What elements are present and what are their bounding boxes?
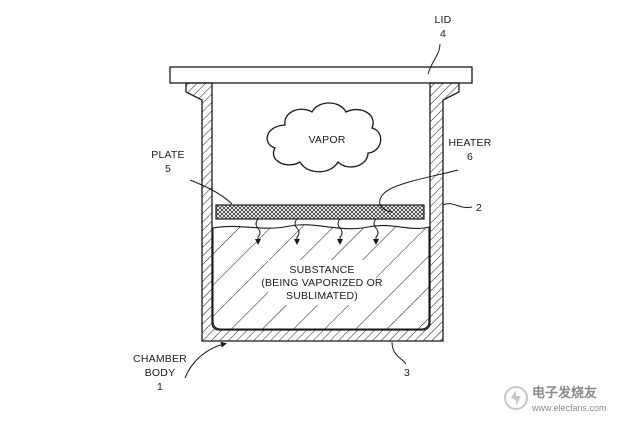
plate bbox=[215, 204, 425, 220]
chamber-body-arrow bbox=[184, 341, 227, 379]
lid bbox=[169, 66, 473, 84]
vapor-label: VAPOR bbox=[309, 134, 346, 146]
lid-leader bbox=[427, 43, 441, 75]
ref-3-label: 3 bbox=[404, 367, 410, 379]
lid-number: 4 bbox=[440, 28, 446, 40]
heater-leader bbox=[379, 169, 459, 213]
chamber-body-line-2: BODY bbox=[145, 367, 176, 379]
ref-2-label: 2 bbox=[476, 202, 482, 214]
plate-label: PLATE bbox=[151, 149, 184, 161]
substance-line-2: (BEING VAPORIZED OR bbox=[261, 277, 383, 289]
chamber-body-line-1: CHAMBER bbox=[133, 353, 187, 365]
watermark-icon bbox=[504, 386, 528, 410]
watermark-title: 电子发烧友 bbox=[532, 385, 597, 401]
substance-line-3: SUBLIMATED) bbox=[286, 290, 358, 302]
chamber-wall bbox=[185, 82, 460, 342]
heater-label: HEATER bbox=[448, 137, 491, 149]
vapor-cloud bbox=[266, 102, 382, 173]
watermark-url: www.elecfans.com bbox=[531, 403, 607, 413]
chamber-body-number: 1 bbox=[157, 381, 163, 393]
plate-leader bbox=[189, 179, 233, 205]
watermark-logo: 电子发烧友 www.elecfans.com bbox=[504, 385, 607, 413]
lid-label: LID bbox=[435, 14, 452, 26]
heater-number: 6 bbox=[467, 151, 473, 163]
plate-number: 5 bbox=[165, 163, 171, 175]
heat-arrows bbox=[255, 218, 379, 245]
ref-2-leader bbox=[442, 203, 473, 209]
substance-line-1: SUBSTANCE bbox=[289, 264, 354, 276]
ref-3-leader bbox=[391, 341, 407, 365]
